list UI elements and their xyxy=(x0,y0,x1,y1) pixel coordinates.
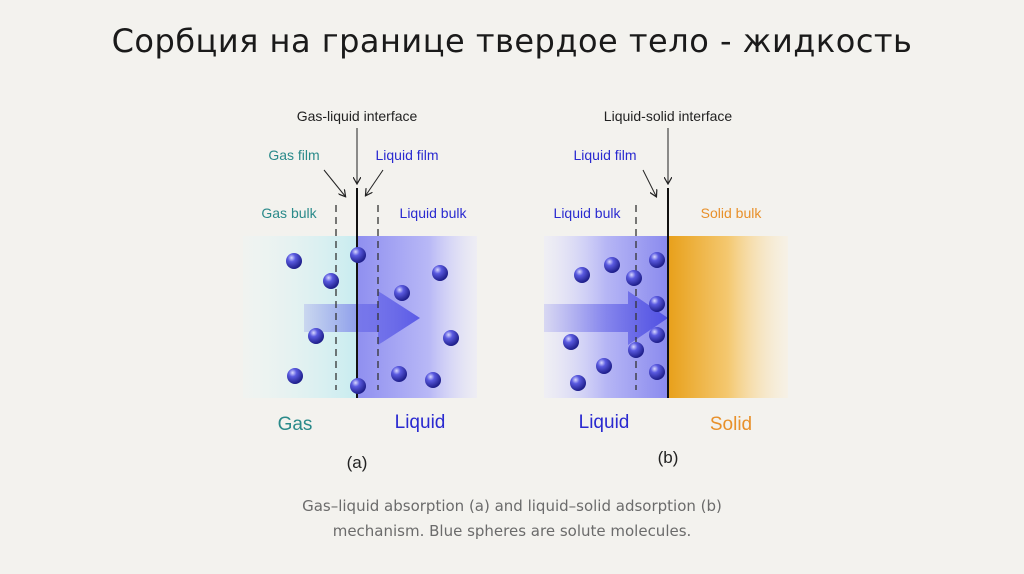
figure-caption: Gas–liquid absorption (a) and liquid–sol… xyxy=(0,494,1024,544)
solute-sphere xyxy=(432,265,448,281)
gas-film-pointer xyxy=(323,169,345,196)
solute-sphere xyxy=(391,366,407,382)
solute-sphere xyxy=(574,267,590,283)
solute-sphere xyxy=(604,257,620,273)
liquid-film-label-b: Liquid film xyxy=(573,147,636,163)
liquid-solid-interface-label: Liquid-solid interface xyxy=(604,108,733,124)
liquid-film-pointer xyxy=(366,169,384,195)
liquid-bulk-label-a: Liquid bulk xyxy=(400,205,468,221)
gas-film-label: Gas film xyxy=(268,147,319,163)
liquid-film-pointer-b xyxy=(642,169,656,196)
page-title: Сорбция на границе твердое тело - жидкос… xyxy=(111,22,913,60)
solute-sphere xyxy=(443,330,459,346)
caption-line-2: mechanism. Blue spheres are solute molec… xyxy=(332,522,692,540)
liquid-bulk-label-b: Liquid bulk xyxy=(554,205,622,221)
solute-sphere xyxy=(626,270,642,286)
solute-sphere xyxy=(570,375,586,391)
gas-bulk-label: Gas bulk xyxy=(261,205,317,221)
panel-a: Gas-liquid interface Gas film Liquid fil… xyxy=(243,108,477,472)
solute-sphere xyxy=(287,368,303,384)
solute-sphere xyxy=(323,273,339,289)
caption-line-1: Gas–liquid absorption (a) and liquid–sol… xyxy=(302,497,722,515)
solute-sphere xyxy=(649,252,665,268)
solute-sphere xyxy=(425,372,441,388)
gas-liquid-interface-label: Gas-liquid interface xyxy=(297,108,418,124)
panel-b: Liquid-solid interface Liquid film Liqui… xyxy=(544,108,788,467)
solute-sphere xyxy=(350,247,366,263)
liquid-film-label-a: Liquid film xyxy=(375,147,438,163)
gas-phase-label: Gas xyxy=(278,414,313,435)
solute-molecules-a xyxy=(286,247,459,394)
solute-molecules-b xyxy=(563,252,665,391)
liquid-phase-label-a: Liquid xyxy=(395,412,446,433)
solute-sphere xyxy=(628,342,644,358)
solid-bulk-label: Solid bulk xyxy=(701,205,763,221)
solute-sphere xyxy=(649,327,665,343)
solute-sphere xyxy=(308,328,324,344)
solute-sphere xyxy=(563,334,579,350)
liquid-phase-label-b: Liquid xyxy=(579,412,630,433)
solute-sphere xyxy=(350,378,366,394)
diffusion-arrow-b xyxy=(544,291,668,345)
diffusion-arrow-a xyxy=(304,291,420,345)
solute-sphere xyxy=(394,285,410,301)
panel-a-id: (a) xyxy=(347,453,368,472)
solid-phase-label: Solid xyxy=(710,414,752,435)
solute-sphere xyxy=(596,358,612,374)
solute-sphere xyxy=(649,296,665,312)
panel-b-id: (b) xyxy=(658,448,679,467)
solid-region xyxy=(668,236,788,398)
solute-sphere xyxy=(649,364,665,380)
solute-sphere xyxy=(286,253,302,269)
